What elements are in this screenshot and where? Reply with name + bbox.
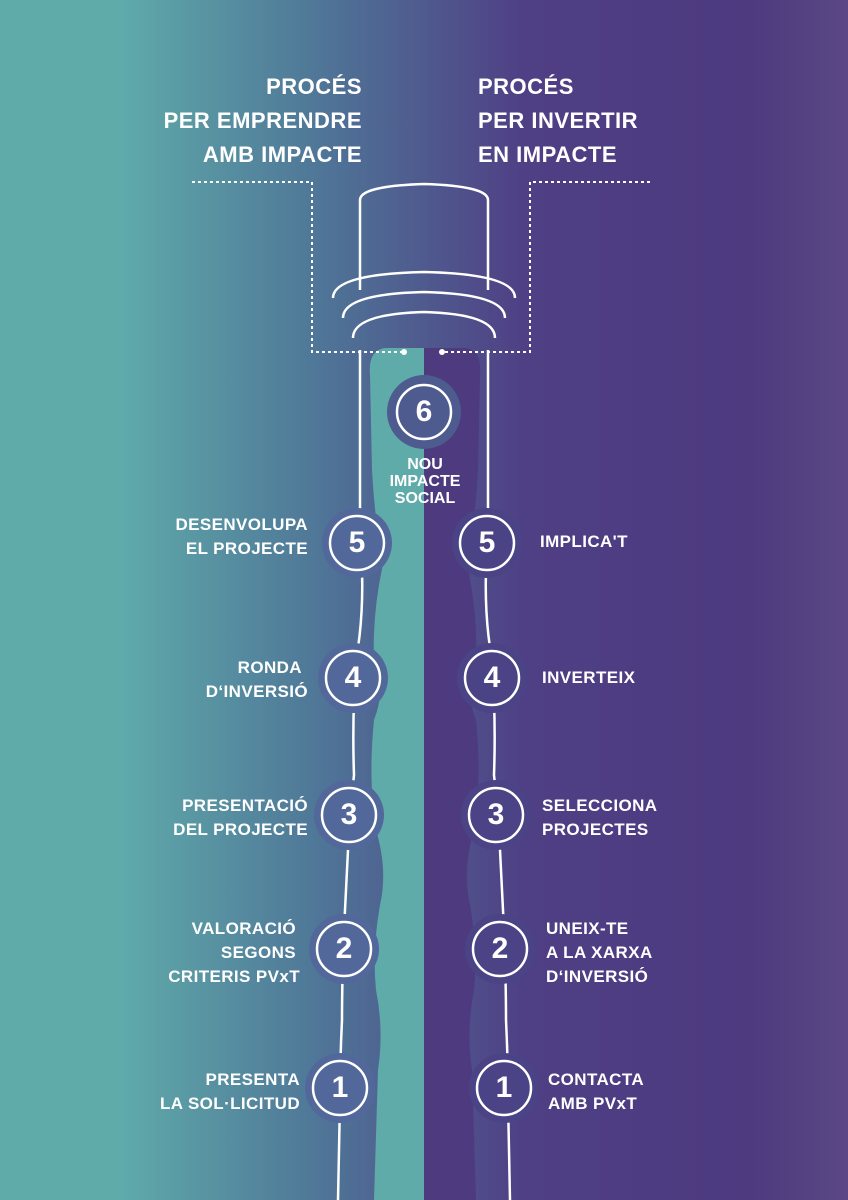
right-step-1-circle (475, 1059, 533, 1117)
title-line: PROCÉS (478, 74, 574, 99)
hat-brim-1 (331, 270, 517, 299)
label-line: VALORACIÓ (191, 919, 296, 938)
label-line: A LA XARXA (546, 943, 653, 962)
right-connector-dot (439, 349, 445, 355)
right-step-3-circle (467, 786, 525, 844)
right-step-5-number: 5 (478, 526, 496, 559)
step-6-label-line: SOCIAL (394, 490, 456, 507)
title-investor-process: PROCÉS PER INVERTIR EN IMPACTE (478, 70, 638, 172)
step-6-number: 6 (415, 395, 433, 428)
hat-brim-3 (351, 310, 497, 339)
right-step-circles (452, 508, 539, 1123)
title-entrepreneur-process: PROCÉS PER EMPRENDRE AMB IMPACTE (164, 70, 362, 172)
left-dotted-connector (192, 181, 404, 353)
step-6-label: NOU IMPACTE SOCIAL (375, 456, 475, 507)
label-line: PROJECTES (542, 820, 649, 839)
step-6-label-line: IMPACTE (389, 473, 461, 490)
right-step-2-number: 2 (491, 932, 509, 965)
label-line: SEGONS (220, 943, 296, 962)
right-step-3-halo (461, 780, 531, 850)
label-line: DESENVOLUPA (175, 515, 308, 534)
right-step-3-number: 3 (487, 798, 505, 831)
left-step-1-circle (311, 1059, 369, 1117)
right-step-2-label: UNEIX-TE A LA XARXA D‘INVERSIÓ (546, 917, 653, 989)
label-line: SELECCIONA (542, 796, 658, 815)
label-line: RONDA (237, 658, 302, 677)
left-step-5-number: 5 (348, 526, 366, 559)
right-step-4-number: 4 (483, 661, 501, 694)
title-line: PER INVERTIR (478, 108, 639, 133)
label-line: CRITERIS PVxT (168, 967, 300, 986)
left-step-circles (305, 508, 392, 1123)
right-step-4-circle (463, 649, 521, 707)
left-step-2-halo (309, 914, 379, 984)
left-step-1-number: 1 (331, 1071, 349, 1104)
right-step-5-label: IMPLICA'T (540, 530, 628, 554)
label-line: AMB PVxT (548, 1094, 638, 1113)
title-line: PROCÉS (266, 74, 362, 99)
step-6-circle (395, 383, 453, 441)
left-step-3-label: PRESENTACIÓ DEL PROJECTE (173, 794, 308, 842)
title-line: PER EMPRENDRE (163, 108, 362, 133)
label-line: UNEIX-TE (546, 919, 629, 938)
right-step-2-circle (471, 920, 529, 978)
title-line: AMB IMPACTE (202, 142, 362, 167)
left-step-4-number: 4 (344, 661, 362, 694)
hat-top (358, 182, 490, 290)
left-step-5-circle (328, 514, 386, 572)
left-step-5-label: DESENVOLUPA EL PROJECTE (175, 513, 308, 561)
left-step-2-number: 2 (335, 932, 353, 965)
label-line: CONTACTA (548, 1070, 645, 1089)
left-step-2-label: VALORACIÓ SEGONS CRITERIS PVxT (168, 917, 300, 989)
left-step-3-circle (320, 786, 378, 844)
left-step-4-label: RONDA D‘INVERSIÓ (206, 656, 308, 704)
left-step-4-circle (324, 649, 382, 707)
right-step-5-circle (458, 514, 516, 572)
right-step-4-halo (457, 643, 527, 713)
title-line: EN IMPACTE (478, 142, 618, 167)
right-dotted-connector (442, 181, 650, 353)
left-step-5-halo (322, 508, 392, 578)
label-line: PRESENTACIÓ (182, 796, 308, 815)
label-line: PRESENTA (205, 1070, 300, 1089)
step-6-label-line: NOU (407, 456, 443, 473)
left-connector-dot (401, 349, 407, 355)
left-step-3-halo (314, 780, 384, 850)
right-step-1-number: 1 (495, 1071, 513, 1104)
right-step-1-halo (469, 1053, 539, 1123)
left-step-1-label: PRESENTA LA SOL·LICITUD (160, 1068, 300, 1116)
right-step-2-halo (465, 914, 535, 984)
label-line: D‘INVERSIÓ (546, 967, 649, 986)
label-line: IMPLICA'T (540, 532, 628, 551)
label-line: D‘INVERSIÓ (205, 682, 308, 701)
label-line: INVERTEIX (542, 668, 636, 687)
right-step-4-label: INVERTEIX (542, 666, 635, 690)
left-step-2-circle (315, 920, 373, 978)
label-line: DEL PROJECTE (173, 820, 308, 839)
hat-brim-2 (341, 290, 507, 319)
label-line: EL PROJECTE (185, 539, 308, 558)
teal-channel (369, 348, 424, 1200)
right-step-3-label: SELECCIONA PROJECTES (542, 794, 657, 842)
left-step-4-halo (318, 643, 388, 713)
left-step-3-number: 3 (340, 798, 358, 831)
label-line: LA SOL·LICITUD (159, 1094, 300, 1113)
right-step-5-halo (452, 508, 522, 578)
left-step-1-halo (305, 1053, 375, 1123)
right-step-1-label: CONTACTA AMB PVxT (548, 1068, 644, 1116)
